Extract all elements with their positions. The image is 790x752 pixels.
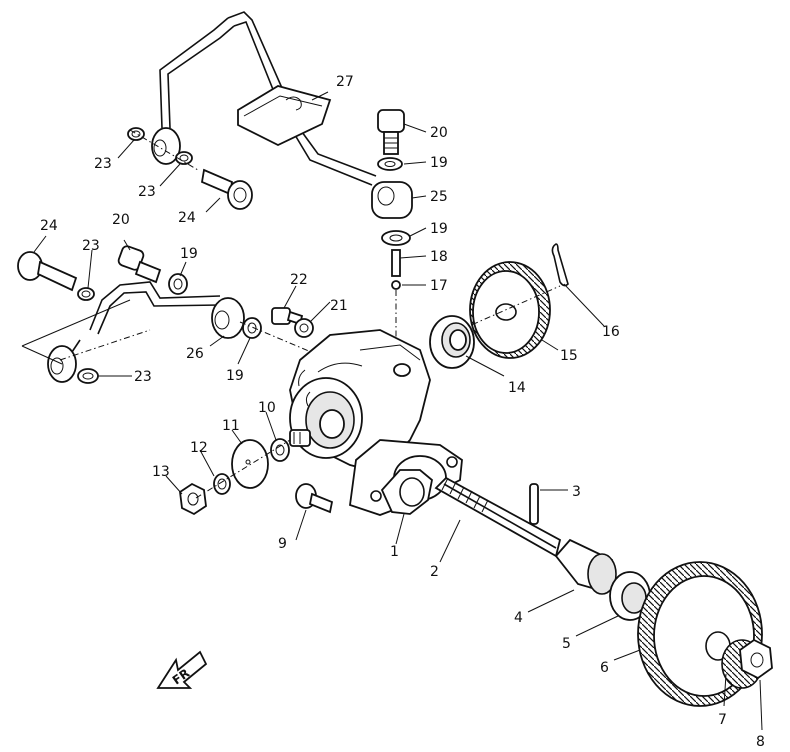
label-24-upper: 24 (178, 210, 196, 226)
washer-12 (213, 473, 231, 495)
copper-washer-19-upper (377, 157, 403, 171)
label-24-left: 24 (40, 218, 58, 234)
leader-lines (33, 91, 763, 731)
label-4: 4 (514, 610, 523, 626)
bolt-9 (295, 483, 334, 514)
label-12: 12 (190, 440, 208, 456)
label-23-d: 23 (134, 369, 152, 385)
copper-washer-19-lower (381, 230, 411, 246)
label-10: 10 (258, 400, 276, 416)
label-15: 15 (560, 348, 578, 364)
label-21: 21 (330, 298, 348, 314)
pin-18 (391, 249, 401, 277)
driven-gear-15 (469, 261, 551, 359)
label-17: 17 (430, 278, 448, 294)
label-6: 6 (600, 660, 609, 676)
clip-16 (551, 243, 569, 287)
label-8: 8 (756, 734, 765, 750)
nut-13 (179, 482, 207, 516)
label-7: 7 (718, 712, 727, 728)
pump-shaft-end (289, 429, 311, 447)
label-19-mid: 19 (226, 368, 244, 384)
gasket-1 (380, 469, 433, 515)
label-25: 25 (430, 189, 448, 205)
label-23-a: 23 (94, 156, 112, 172)
washer-19-mid (242, 317, 262, 339)
label-23-c: 23 (82, 238, 100, 254)
pin-3 (529, 483, 539, 525)
collar-4 (554, 538, 617, 595)
union-bolt-20-left (117, 245, 162, 284)
plate-11 (231, 439, 269, 489)
label-14: 14 (508, 380, 526, 396)
label-11: 11 (222, 418, 240, 434)
label-20-upper: 20 (430, 125, 448, 141)
oil-seal-14 (429, 315, 475, 369)
washer-23-d (77, 368, 99, 384)
pipe-bracket-plate (237, 85, 332, 147)
callout-labels: 27 20 19 25 19 18 17 23 23 24 24 23 20 1… (40, 74, 765, 750)
ball-17 (391, 280, 401, 290)
label-13: 13 (152, 464, 170, 480)
upper-oil-pipe (159, 11, 377, 186)
oil-pump-body (289, 329, 431, 471)
label-18: 18 (430, 249, 448, 265)
washer-21 (294, 318, 314, 338)
nut-8 (739, 638, 773, 680)
washer-23-b (175, 151, 193, 165)
front-direction-arrow: FR (156, 650, 208, 689)
banjo-fitting-26 (211, 297, 245, 339)
lower-oil-pipe (71, 281, 221, 353)
label-2: 2 (430, 564, 439, 580)
union-bolt-20-upper (377, 109, 405, 155)
center-line-gear (459, 285, 561, 331)
label-22: 22 (290, 272, 308, 288)
washer-23-c (77, 287, 95, 301)
label-3: 3 (572, 484, 581, 500)
label-1: 1 (390, 544, 399, 560)
banjo-fitting-25 (371, 181, 413, 219)
center-line-pump-front (195, 439, 291, 499)
label-9: 9 (278, 536, 287, 552)
union-bolt-24-upper (200, 168, 253, 210)
label-5: 5 (562, 636, 571, 652)
label-23-b: 23 (138, 184, 156, 200)
label-26: 26 (186, 346, 204, 362)
label-19-upper: 19 (430, 155, 448, 171)
drive-shaft-2 (434, 476, 562, 558)
label-16: 16 (602, 324, 620, 340)
washer-10 (270, 438, 290, 462)
label-27: 27 (336, 74, 354, 90)
label-19-left: 19 (180, 246, 198, 262)
washer-19-left (168, 273, 188, 295)
label-20-left: 20 (112, 212, 130, 228)
union-bolt-24-left (17, 251, 78, 292)
leader-bracket-left (21, 299, 131, 365)
label-19-lower: 19 (430, 221, 448, 237)
